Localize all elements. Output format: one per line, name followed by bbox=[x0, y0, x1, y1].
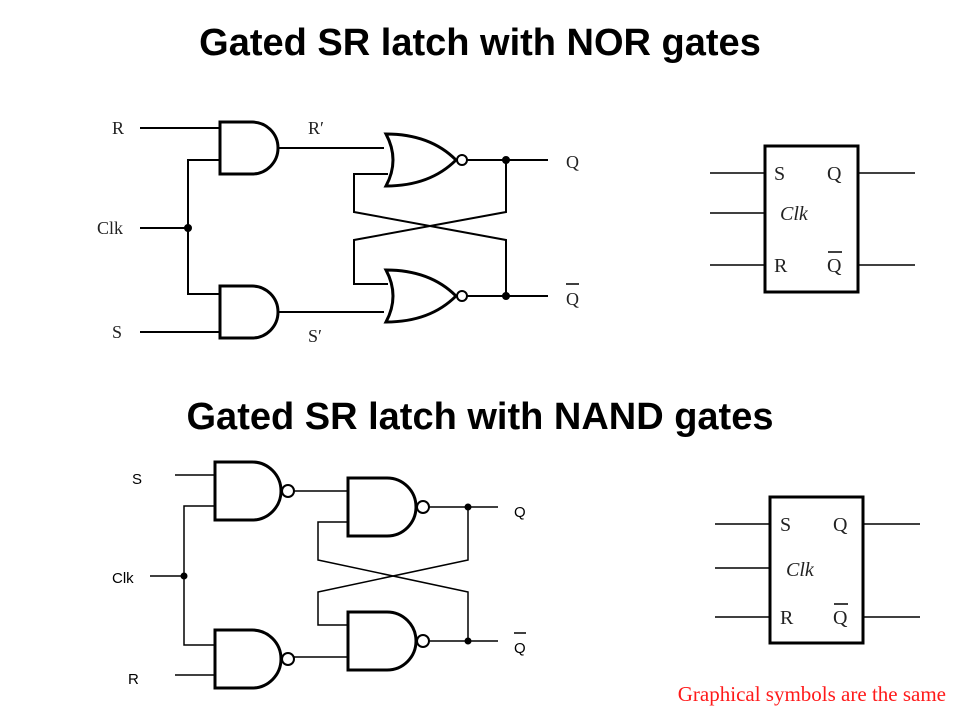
nor-symbol-label-q-bar: Q bbox=[827, 255, 842, 277]
nor-label-s-prime: S′ bbox=[308, 326, 322, 346]
nand-symbol-box bbox=[768, 495, 865, 645]
junction-q bbox=[502, 156, 510, 164]
nor-symbol bbox=[710, 144, 915, 294]
nand-junction-qbar bbox=[464, 637, 472, 645]
nor-gate-bottom bbox=[383, 268, 459, 324]
nor-label-q-bar: Q bbox=[566, 289, 579, 309]
and-gate-bottom bbox=[218, 284, 280, 340]
nor-label-clk: Clk bbox=[97, 218, 123, 238]
nand-gate-input-top bbox=[213, 460, 283, 522]
nor-symbol-label-q: Q bbox=[827, 163, 842, 185]
wire-feedback-q bbox=[353, 160, 507, 285]
nand-gate-input-bottom-bubble bbox=[281, 652, 295, 666]
nand-symbol-label-q: Q bbox=[833, 514, 848, 536]
wire-nand-feedback-q bbox=[317, 507, 469, 626]
wire-nand-clk-branch bbox=[183, 505, 215, 646]
nor-symbol-label-clk: Clk bbox=[780, 203, 809, 225]
junction-qbar bbox=[502, 292, 510, 300]
nor-gate-bottom-bubble bbox=[456, 290, 468, 302]
nand-label-q: Q bbox=[514, 504, 526, 521]
nor-gate-top-bubble bbox=[456, 154, 468, 166]
nand-symbol-label-s: S bbox=[780, 514, 791, 536]
nand-gate-latch-bottom bbox=[346, 610, 418, 672]
nor-circuit bbox=[140, 120, 548, 340]
nand-label-clk: Clk bbox=[112, 570, 134, 587]
nor-label-q: Q bbox=[566, 152, 579, 172]
and-gate-top bbox=[218, 120, 280, 176]
nand-gate-latch-bottom-bubble bbox=[416, 634, 430, 648]
nand-junction-q bbox=[464, 503, 472, 511]
nor-latch-title: Gated SR latch with NOR gates bbox=[199, 22, 761, 64]
nor-label-r: R bbox=[112, 118, 124, 138]
nand-label-s: S bbox=[132, 471, 142, 488]
nand-gate-latch-top bbox=[346, 476, 418, 538]
nand-circuit bbox=[150, 460, 498, 690]
nor-symbol-label-r: R bbox=[774, 255, 788, 277]
nand-label-r: R bbox=[128, 671, 139, 688]
wire-clk-branch bbox=[187, 159, 220, 295]
wire-nand-feedback-qbar bbox=[317, 521, 469, 641]
nor-symbol-box bbox=[763, 144, 860, 294]
nand-symbol bbox=[715, 495, 920, 645]
nand-gate-latch-top-bubble bbox=[416, 500, 430, 514]
nor-gate-top bbox=[383, 132, 459, 188]
nor-label-s: S bbox=[112, 322, 122, 342]
nand-symbol-label-q-bar: Q bbox=[833, 607, 848, 629]
nand-symbol-label-clk: Clk bbox=[786, 559, 815, 581]
nor-symbol-label-s: S bbox=[774, 163, 785, 185]
nand-latch-title: Gated SR latch with NAND gates bbox=[186, 396, 774, 438]
nand-label-q-bar: Q bbox=[514, 640, 526, 657]
junction-clk bbox=[184, 224, 192, 232]
nand-symbol-label-r: R bbox=[780, 607, 794, 629]
nand-junction-clk bbox=[180, 572, 188, 580]
graphical-symbols-note: Graphical symbols are the same bbox=[677, 682, 946, 706]
nand-gate-input-bottom bbox=[213, 628, 283, 690]
nor-label-r-prime: R′ bbox=[308, 118, 324, 138]
wire-feedback-qbar bbox=[353, 173, 507, 296]
nand-gate-input-top-bubble bbox=[281, 484, 295, 498]
